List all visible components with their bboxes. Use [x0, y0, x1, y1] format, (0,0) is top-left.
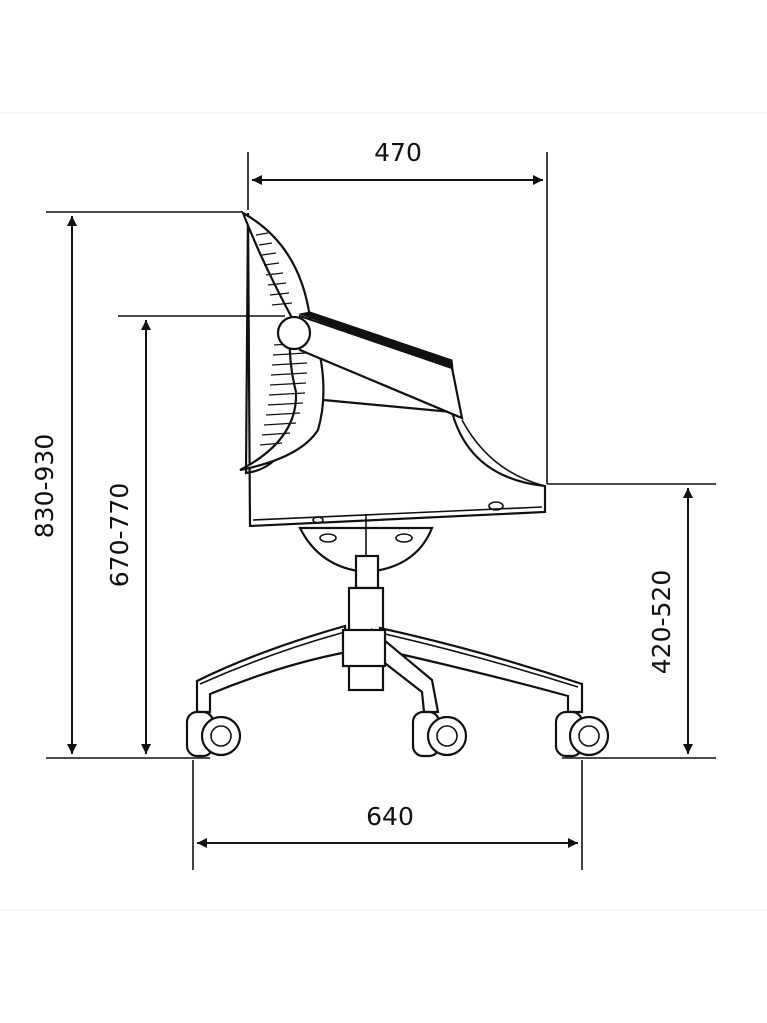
- mechanism-bolt-right: [395, 533, 413, 543]
- gas-lift-top: [354, 554, 380, 590]
- chair-side-view: [185, 210, 610, 758]
- caster-front: [411, 710, 468, 758]
- base-hub: [341, 628, 387, 668]
- base-leg-left-edge: [199, 631, 346, 685]
- caster-right: [554, 710, 610, 758]
- label-seat-height: 420-520: [647, 570, 676, 674]
- top-band-edge: [0, 112, 767, 113]
- base-leg-right-edge: [384, 633, 579, 688]
- armrest-pad: [298, 311, 454, 370]
- label-armrest-height: 670-770: [105, 483, 134, 587]
- seat-bolt-right: [488, 501, 504, 511]
- extension-lines: [46, 152, 716, 870]
- label-base-width: 640: [366, 802, 414, 831]
- mechanism-bolt-left: [319, 533, 337, 543]
- bottom-band-edge: [0, 910, 767, 911]
- caster-left: [185, 710, 242, 758]
- armrest-hinge: [276, 315, 312, 351]
- seat-front-curve: [461, 419, 546, 487]
- label-overall-height: 830-930: [30, 434, 59, 538]
- label-top-width: 470: [374, 138, 422, 167]
- seat-bolt-left: [312, 516, 324, 524]
- base-leg-left: [195, 624, 349, 714]
